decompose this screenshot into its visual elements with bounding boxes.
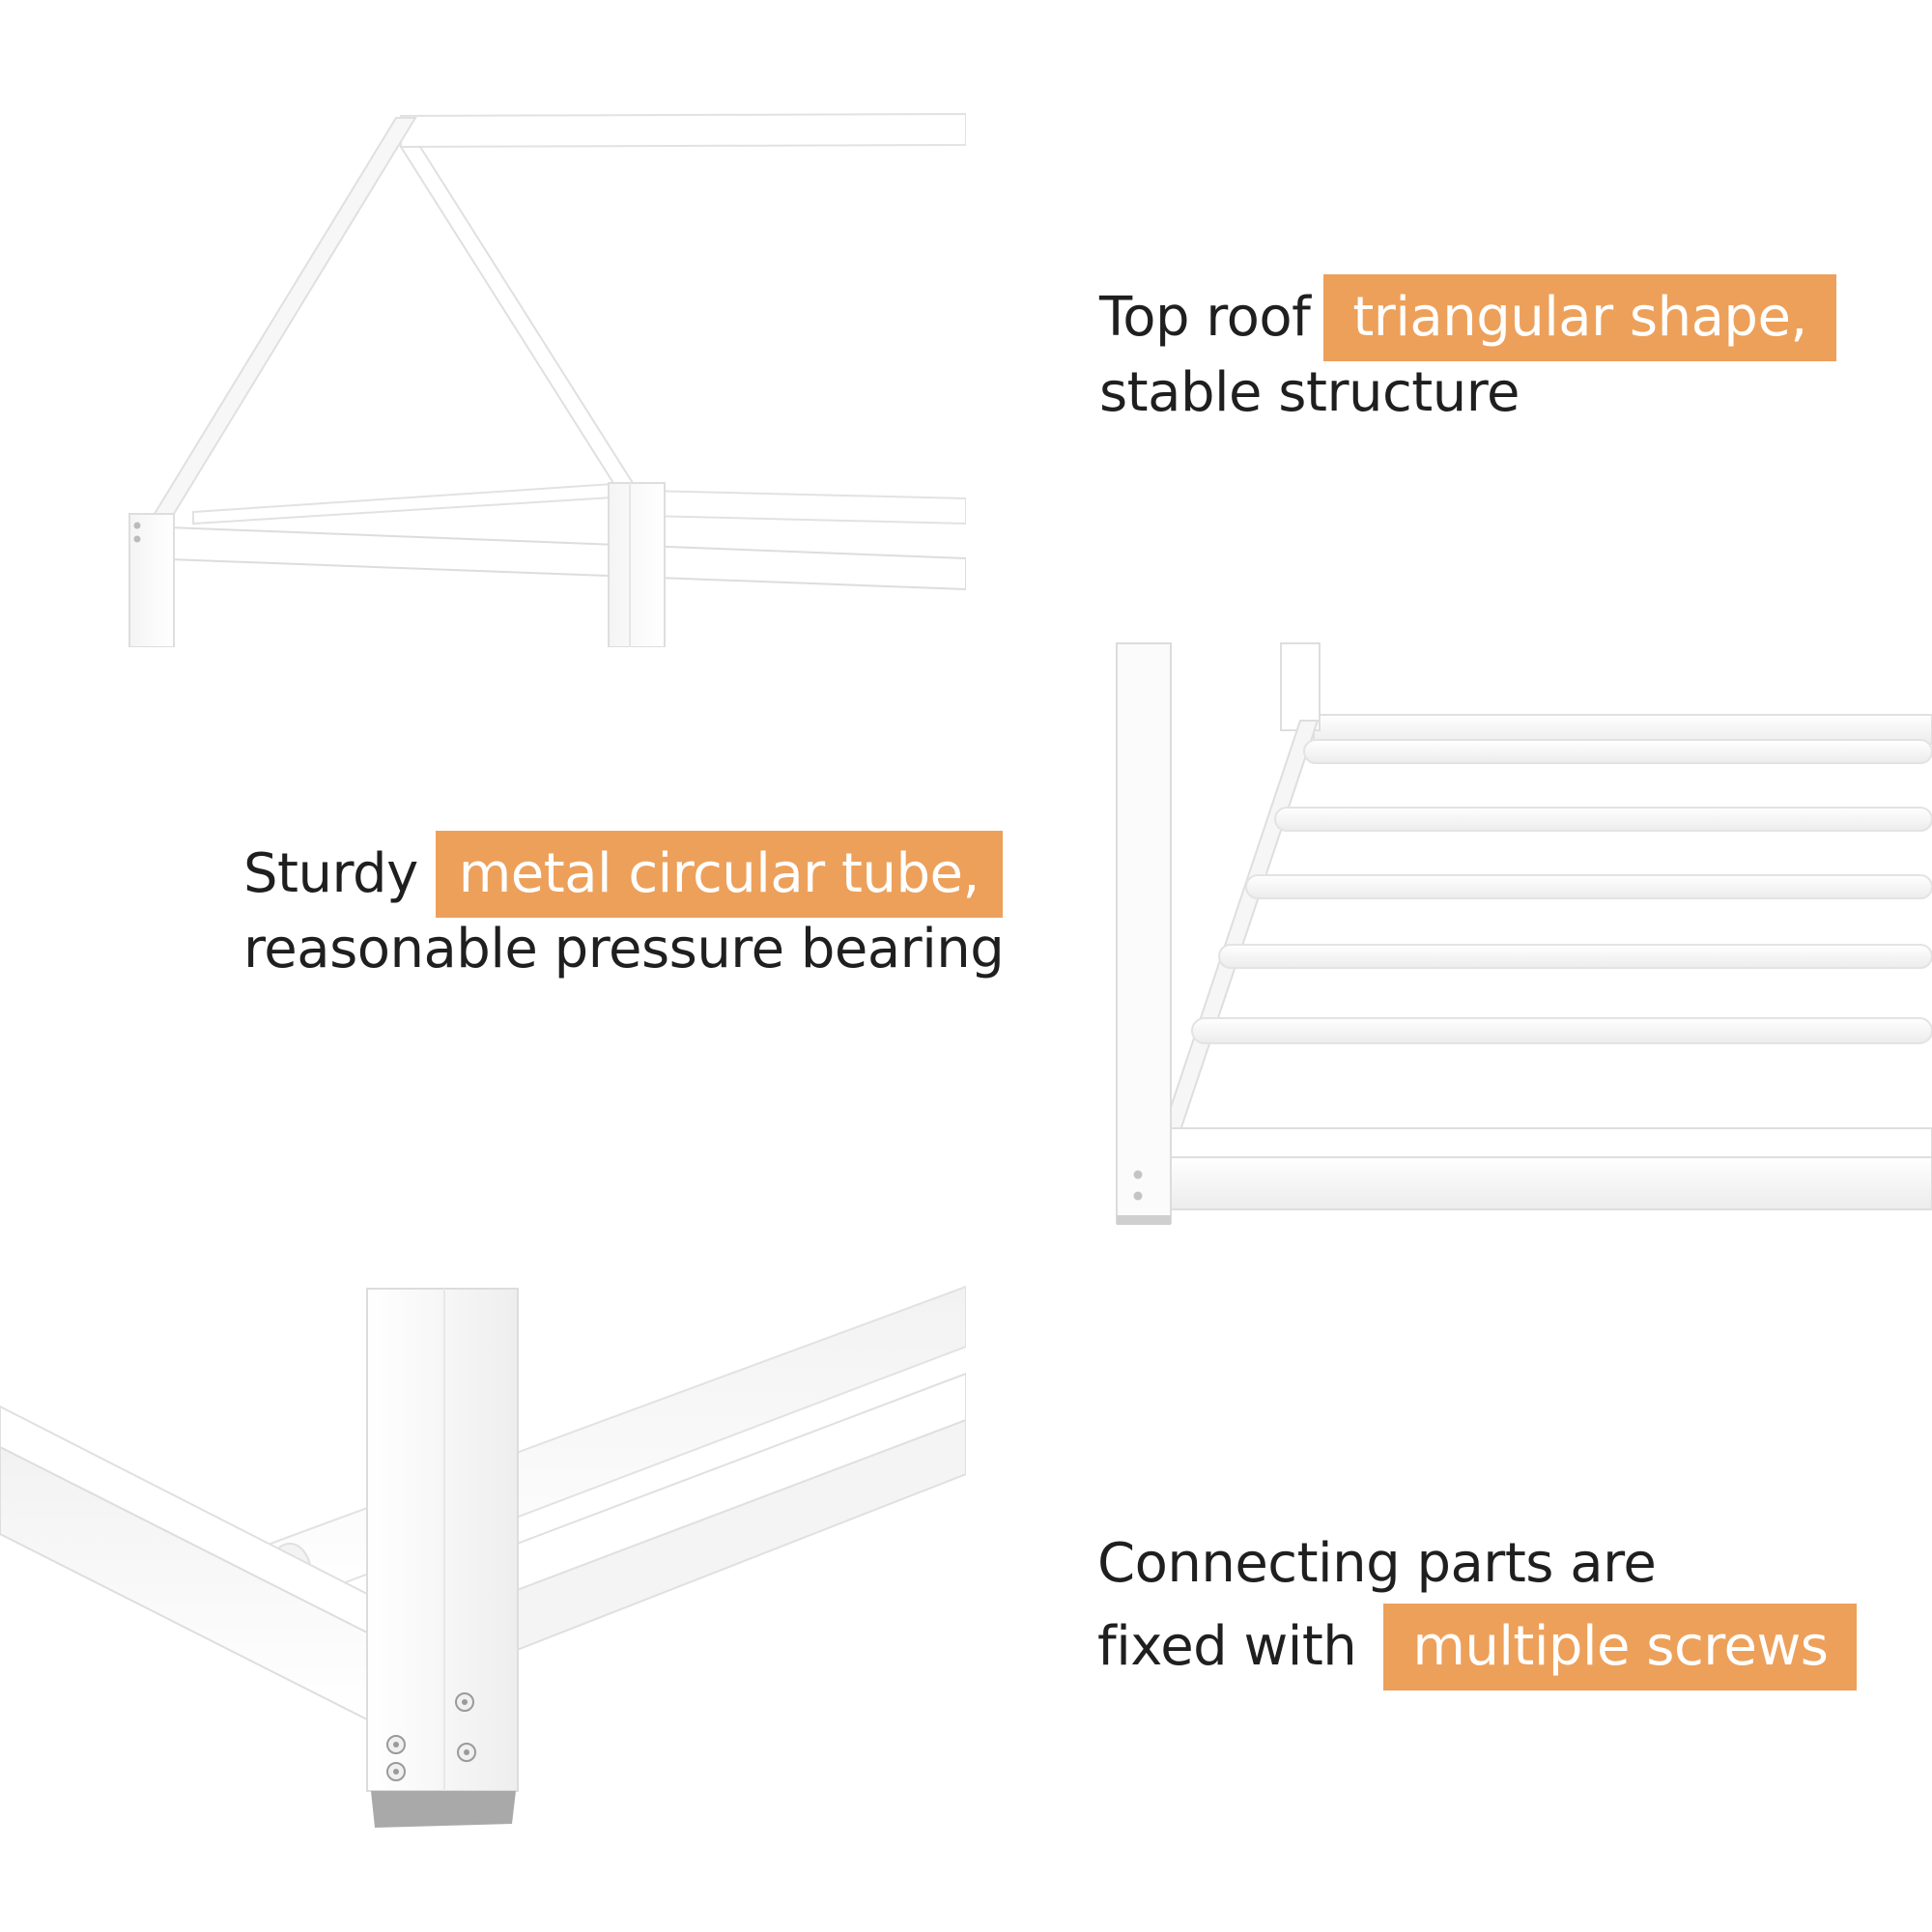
screw-icon (386, 1762, 406, 1781)
caption-tube-prefix: Sturdy (243, 842, 418, 905)
caption-roof-highlight: triangular shape, (1323, 274, 1836, 361)
roof-frame-illustration (128, 112, 966, 647)
caption-roof-line2: stable structure (1099, 361, 1520, 424)
screw-icon (455, 1692, 474, 1712)
caption-screws-prefix: fixed with (1097, 1615, 1357, 1678)
caption-roof-prefix: Top roof (1099, 286, 1311, 349)
slat-frame-illustration (1116, 642, 1932, 1225)
caption-screws-highlight: multiple screws (1383, 1604, 1858, 1690)
slat-frame-image (1111, 638, 1932, 1236)
caption-tube: Sturdy metal circular tube, reasonable pr… (243, 831, 1005, 989)
corner-leg-illustration (0, 1285, 966, 1828)
caption-tube-highlight: metal circular tube, (435, 831, 1003, 918)
caption-screws-line2: fixed with multiple screws (1097, 1604, 1858, 1690)
caption-tube-line2: reasonable pressure bearing (243, 918, 1005, 980)
caption-screws: Connecting parts are fixed with multiple … (1097, 1524, 1858, 1690)
caption-screws-line1: Connecting parts are (1097, 1532, 1657, 1595)
roof-frame-image (126, 106, 966, 647)
caption-tube-line1: Sturdy metal circular tube, (243, 831, 1004, 918)
screw-icon (386, 1735, 406, 1754)
screw-icon (457, 1743, 476, 1762)
corner-leg-image (0, 1285, 966, 1835)
